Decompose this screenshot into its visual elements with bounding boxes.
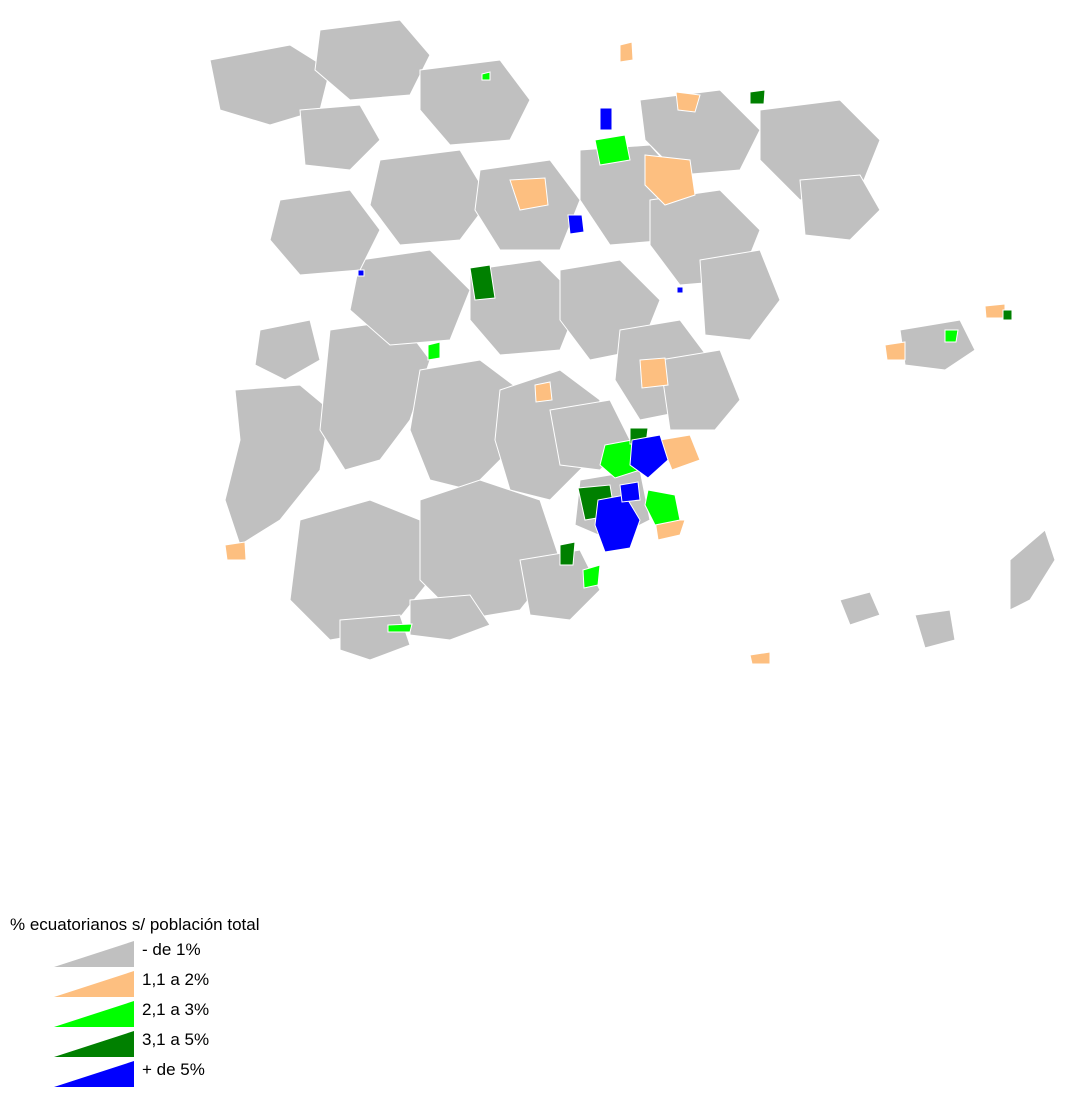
class-gt5-areas bbox=[357, 107, 684, 553]
legend-item: 2,1 a 3% bbox=[10, 999, 260, 1029]
legend-swatch-shape bbox=[54, 941, 134, 967]
legend-item: 1,1 a 2% bbox=[10, 969, 260, 999]
legend-swatch bbox=[54, 1031, 134, 1057]
legend-swatch bbox=[54, 941, 134, 967]
class-2-3-areas bbox=[387, 71, 959, 633]
legend-label: - de 1% bbox=[142, 940, 201, 959]
legend-swatch-shape bbox=[54, 971, 134, 997]
legend-label: 1,1 a 2% bbox=[142, 970, 210, 989]
spain-municipalities-map bbox=[209, 19, 1056, 665]
legend-swatch-shape bbox=[54, 1001, 134, 1027]
legend-swatch bbox=[54, 971, 134, 997]
legend-label: + de 5% bbox=[142, 1060, 205, 1079]
legend-label: 2,1 a 3% bbox=[142, 1000, 210, 1019]
legend-swatch bbox=[54, 1001, 134, 1027]
legend-item: - de 1% bbox=[10, 939, 260, 969]
legend-swatch-shape bbox=[54, 1031, 134, 1057]
legend-items: - de 1% 1,1 a 2% 2,1 a 3% 3,1 a 5% + de 5% bbox=[10, 939, 260, 1089]
class-1-2-areas bbox=[224, 41, 1006, 665]
map-legend: % ecuatorianos s/ población total - de 1… bbox=[10, 915, 260, 1089]
legend-swatch-shape bbox=[54, 1061, 134, 1087]
legend-item: 3,1 a 5% bbox=[10, 1029, 260, 1059]
legend-title: % ecuatorianos s/ población total bbox=[10, 915, 260, 934]
legend-item: + de 5% bbox=[10, 1059, 260, 1089]
legend-label: 3,1 a 5% bbox=[142, 1030, 210, 1049]
class-lt1-areas bbox=[209, 19, 1056, 661]
legend-swatch bbox=[54, 1061, 134, 1087]
